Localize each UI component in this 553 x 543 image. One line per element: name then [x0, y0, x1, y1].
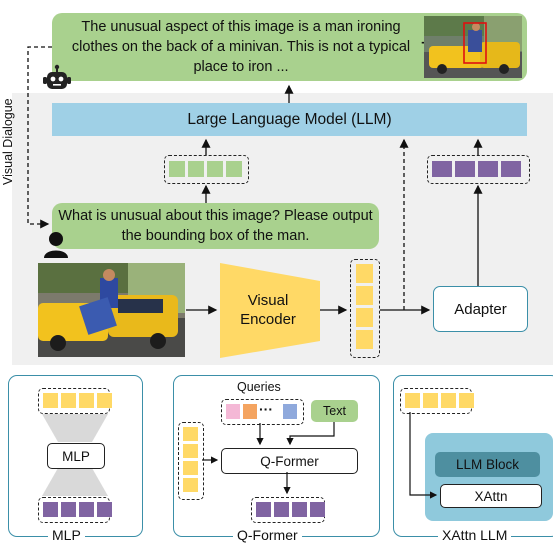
mlp-input-token	[97, 393, 112, 408]
response-text: The unusual aspect of this image is a ma…	[71, 19, 411, 75]
qformer-output-token	[292, 502, 307, 517]
output-image-with-bbox	[424, 16, 522, 78]
mlp-panel-title: MLP	[48, 527, 85, 543]
qformer-image-token	[183, 444, 198, 458]
mlp-input-token	[61, 393, 76, 408]
qformer-output-tokens	[251, 497, 325, 523]
qformer-image-tokens	[178, 422, 204, 500]
qformer-output-token	[274, 502, 289, 517]
qformer-panel-title: Q-Former	[233, 527, 302, 543]
user-icon	[44, 232, 68, 258]
mlp-input-token	[79, 393, 94, 408]
xattn-input-tokens	[400, 388, 474, 414]
text-token	[169, 161, 185, 177]
xattn-input-token	[405, 393, 420, 408]
mlp-output-token	[79, 502, 94, 517]
qformer-block: Q-Former	[221, 448, 358, 474]
adapter-box: Adapter	[433, 286, 528, 332]
llm-bar: Large Language Model (LLM)	[52, 103, 527, 136]
visual-token	[501, 161, 521, 177]
mlp-output-token	[61, 502, 76, 517]
text-token	[226, 161, 242, 177]
text-token	[188, 161, 204, 177]
question-text: What is unusual about this image? Please…	[58, 208, 373, 244]
xattn-input-token	[423, 393, 438, 408]
qformer-output-token	[256, 502, 271, 517]
visual-token	[478, 161, 498, 177]
query-token	[226, 404, 240, 419]
xattn-input-token	[441, 393, 456, 408]
visual-encoder-label: Visual Encoder	[240, 292, 296, 328]
robot-icon	[43, 64, 71, 89]
qformer-image-token	[183, 461, 198, 475]
xattn-panel-title: XAttn LLM	[438, 527, 512, 543]
query-token	[243, 404, 257, 419]
mlp-input-tokens	[38, 388, 112, 414]
input-image	[38, 263, 185, 357]
encoder-token	[356, 286, 373, 305]
mlp-output-tokens	[38, 497, 112, 523]
encoder-token-group	[350, 259, 380, 358]
visual-encoder-shape	[220, 263, 320, 358]
query-token	[283, 404, 297, 419]
response-bubble: The unusual aspect of this image is a ma…	[52, 13, 527, 81]
encoder-token	[356, 264, 373, 283]
text-token	[207, 161, 223, 177]
encoder-token	[356, 330, 373, 349]
text-token-group	[164, 155, 249, 184]
xattn-input-token	[459, 393, 474, 408]
qformer-image-token	[183, 478, 198, 492]
qformer-image-token	[183, 427, 198, 441]
query-token-group: ···	[221, 399, 304, 425]
text-input-box: Text	[311, 400, 358, 422]
llm-block: LLM Block	[435, 452, 540, 477]
visual-token	[455, 161, 475, 177]
queries-label: Queries	[237, 380, 281, 394]
xattn-block: XAttn	[440, 484, 542, 508]
visual-token-group	[427, 155, 530, 184]
mlp-hourglass	[42, 414, 108, 496]
mlp-output-token	[97, 502, 112, 517]
mlp-input-token	[43, 393, 58, 408]
visual-token	[432, 161, 452, 177]
query-ellipsis: ···	[259, 401, 273, 417]
mlp-output-token	[43, 502, 58, 517]
qformer-output-token	[310, 502, 325, 517]
encoder-token	[356, 308, 373, 327]
question-bubble: What is unusual about this image? Please…	[52, 203, 379, 249]
mlp-block: MLP	[47, 443, 105, 469]
